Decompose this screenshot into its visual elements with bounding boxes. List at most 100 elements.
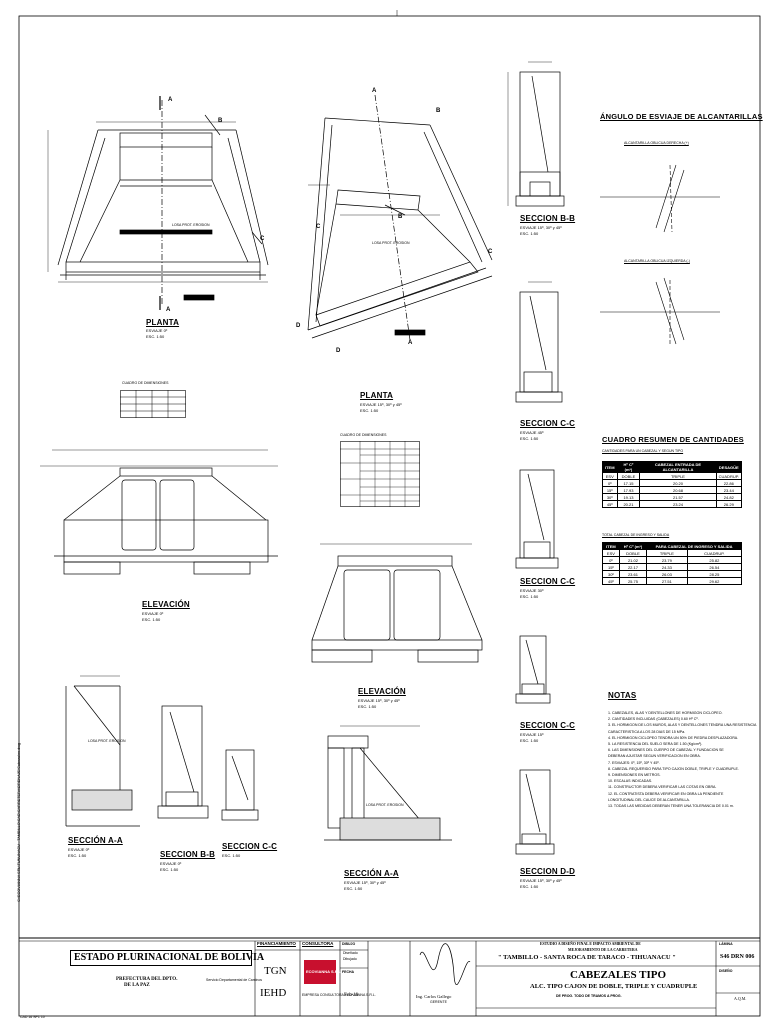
side-file-path: C:\ECOVIANNA SRL\TUNUNACU - TAMBILLO\CAD… — [17, 742, 22, 902]
table-cell: 45º — [602, 577, 620, 585]
seccion-cc-45-drawing — [515, 281, 563, 403]
seccion-cc-30-drawing — [515, 469, 559, 569]
svg-text:B: B — [436, 108, 441, 114]
table-cell: 23.24 — [639, 500, 717, 508]
seccion-dd-sub2: ESC. 1:50 — [520, 884, 539, 889]
table-cell: 28.25 — [686, 570, 743, 578]
seccion-bb-2-title: SECCION B-B — [520, 214, 576, 223]
planta-1-title: PLANTA — [146, 318, 180, 327]
svg-text:B: B — [218, 118, 223, 124]
fecha-value: Feb-10 — [344, 993, 359, 998]
table-cell: 19.13 — [616, 493, 641, 501]
svg-text:D: D — [336, 348, 341, 354]
firma-name: Ing. Carlos Gallego — [416, 994, 452, 999]
svg-text:C: C — [488, 249, 493, 255]
table-cell: 25.75 — [618, 577, 648, 585]
seccion-bb-1-title: SECCION B-B — [160, 850, 216, 859]
elevacion-2-title: ELEVACIÓN — [358, 687, 406, 696]
table-header-cell: CABEZAL ENTRADA DE ALCANTARILLA — [639, 461, 717, 473]
table-cell: 23.44 — [715, 486, 743, 494]
table-row: 30º 23.61 26.03 28.25 — [602, 570, 743, 578]
notas-list: 1. CABEZALES, ALAS Y DENTELLONES DE HORM… — [608, 710, 756, 809]
table-cell: ESV — [602, 549, 620, 557]
table-cell: 27.51 — [646, 577, 688, 585]
table-row: ESV DOBLE TRIPLE CUADRUP. — [602, 549, 743, 557]
table-cell: 15º — [602, 563, 620, 571]
elevacion-1-drawing — [40, 449, 278, 575]
lamina-value: S46 DRN 006 — [720, 954, 755, 960]
seccion-cc-15-drawing — [515, 635, 551, 704]
planta-1-sub2: ESC. 1:50 — [146, 334, 165, 339]
table-header-cell: PARA CABEZAL DE INGRESO Y SALIDA — [646, 542, 742, 550]
svg-text:D: D — [296, 323, 301, 329]
svg-text:A: A — [166, 307, 171, 313]
cuadro-dim-2-table — [340, 441, 420, 507]
nota-item: 13. TODAS LAS MEDIDAS DEBERAN TENER UNA … — [608, 804, 734, 809]
losa-label-4: LOSA PROT. EROSION — [366, 803, 404, 807]
seccion-bb-1-sub2: ESC. 1:50 — [160, 867, 179, 872]
fecha-label: FECHA — [342, 970, 355, 974]
cuadro-resumen-table-2: ITEM Hº Cº (m³) PARA CABEZAL DE INGRESO … — [602, 542, 743, 585]
cuadro-dim-1-table — [120, 390, 186, 418]
prefectura-line-2: DE LA PAZ — [124, 983, 150, 988]
table-cell: 0º — [602, 556, 620, 564]
sheet-border — [18, 15, 761, 1017]
escala-value: A.Q.M. — [734, 996, 747, 1001]
cuadro-resumen-table-1: ITEM Hº Cº (m³) CABEZAL ENTRADA DE ALCAN… — [602, 461, 743, 508]
nota-item: 10. ESCALAS INDICADAS. — [608, 779, 653, 784]
table-cell: 21.57 — [639, 493, 717, 501]
seccion-cc-1-drawing — [221, 749, 259, 821]
seccion-dd-drawing — [515, 769, 555, 855]
seccion-bb-2-drawing — [507, 61, 565, 207]
seccion-cc-45-sub1: ESVIAJE 45º — [520, 430, 544, 435]
table-cell: 22.17 — [618, 563, 648, 571]
proyecto-name: " TAMBILLO - SANTA ROCA DE TARACO - TIHU… — [498, 954, 676, 961]
table-cell: CUADRUP. — [715, 472, 743, 480]
seccion-cc-45-title: SECCION C-C — [520, 419, 576, 428]
nota-item: 8. CABEZAL REQUERIDO PARA TIPO CAJON DOB… — [608, 766, 739, 771]
table-cell: ESV — [602, 472, 618, 480]
prefectura-line-1: PREFECTURA DEL DPTO. — [116, 977, 178, 982]
cuadro-dim-2-label: CUADRO DE DIMENSIONES — [340, 433, 387, 437]
table-cell: 26.29 — [715, 500, 743, 508]
table-row: 0º 17.15 20.20 22.86 — [602, 479, 743, 487]
table-cell: 20.20 — [639, 479, 717, 487]
seccion-aa-1-sub1: ESVIAJE 0º — [68, 847, 90, 852]
planta-2-sub1: ESVIAJE 15º, 30º y 45º — [360, 402, 402, 407]
seccion-aa-2-drawing — [324, 725, 452, 841]
svg-text:C: C — [316, 224, 321, 230]
table-cell: 26.54 — [686, 563, 743, 571]
plano-subtitle-2: DE PROG. TODO DE TRAMOS A PROG. — [556, 994, 622, 998]
seccion-cc-1-sub1: ESC. 1:50 — [222, 853, 241, 858]
seccion-cc-45-sub2: ESC. 1:50 — [520, 436, 539, 441]
planta-2-sub2: ESC. 1:50 — [360, 408, 379, 413]
estudio-line-2: MEJORAMIENTO DE LA CARRETERA — [568, 948, 638, 952]
table-cell: 0º — [602, 479, 618, 487]
table-cell: TRIPLE — [639, 472, 717, 480]
consultora-logo: ECOVIANNA S.R.L. — [304, 960, 342, 984]
planta-1-drawing — [47, 96, 269, 310]
seccion-bb-1-sub1: ESVIAJE 0º — [160, 861, 182, 866]
nota-item: DEBERAN AJUSTAR SEGUN VERIFICACION EN OB… — [608, 754, 701, 759]
table-header-cell: Hº Cº (m³) — [616, 461, 641, 473]
cuadro-resumen-subtitle: CANTIDADES PARA UN CABEZAL Y SEGUN TIPO — [602, 449, 684, 453]
elevacion-2-drawing — [311, 543, 483, 663]
table-cell: 22.86 — [715, 479, 743, 487]
table-cell: TRIPLE — [646, 549, 688, 557]
estado-title: ESTADO PLURINACIONAL DE BOLIVIA — [74, 952, 265, 963]
table-row: 30º 19.13 21.57 24.82 — [602, 493, 743, 501]
table-header: ITEM Hº Cº (m³) PARA CABEZAL DE INGRESO … — [602, 542, 742, 550]
table-header: ITEM Hº Cº (m³) CABEZAL ENTRADA DE ALCAN… — [602, 461, 743, 473]
nota-item: 3. EL HORMIGON DE LOS MUROS, ALAS Y DENT… — [608, 723, 757, 728]
table-header-cell: Hº Cº (m³) — [618, 542, 648, 550]
lamina-label: LÁMINA — [719, 942, 733, 946]
seccion-bb-1-drawing — [157, 705, 209, 819]
table-row: 45º 25.75 27.51 29.62 — [602, 577, 743, 585]
seccion-cc-30-sub2: ESC. 1:50 — [520, 594, 539, 599]
seccion-dd-sub1: ESVIAJE 15º, 30º y 45º — [520, 878, 562, 883]
seccion-aa-1-drawing — [65, 675, 140, 827]
nota-item: 4. EL HORMIGON CICLOPEO TENDRA UN 50% DE… — [608, 735, 739, 740]
nota-item: CARACTERISTICA A LOS 28 DIAS DE 15 MPa. — [608, 729, 686, 734]
table-cell: DOBLE — [616, 472, 641, 480]
